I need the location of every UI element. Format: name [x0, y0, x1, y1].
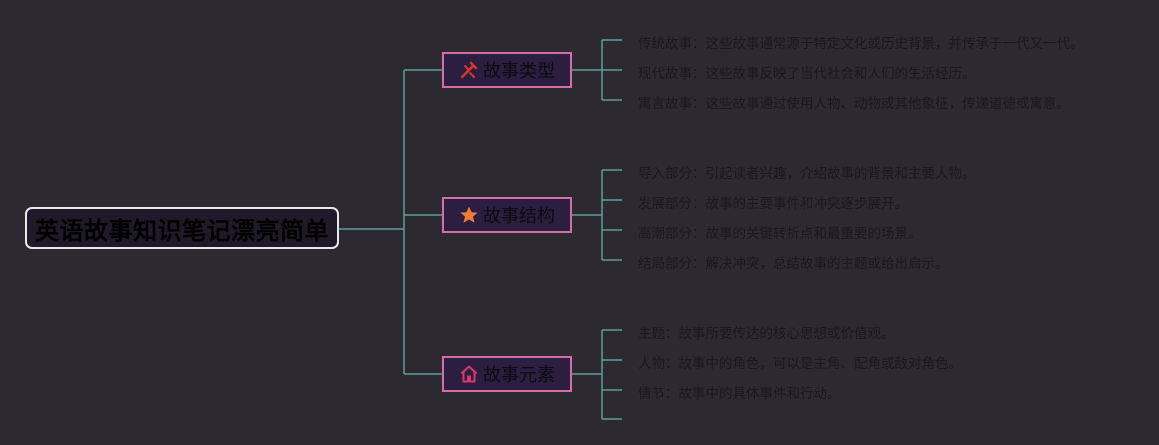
leaf-item[interactable]: 寓言故事：这些故事通过使用人物、动物或其他象征，传递道德或寓意。	[638, 96, 1070, 112]
leaf-item[interactable]: 传统故事：这些故事通常源于特定文化或历史背景，并传承于一代又一代。	[638, 36, 1084, 52]
branch-label: 故事类型	[483, 61, 555, 82]
connector-group-1	[572, 39, 622, 101]
branch-label: 故事结构	[483, 206, 555, 227]
root-topic[interactable]: 英语故事知识笔记漂亮简单	[25, 207, 339, 249]
connector-group-3	[572, 329, 622, 420]
branch-story-structure[interactable]: 故事结构	[442, 197, 572, 233]
leaf-item[interactable]: 高潮部分：故事的关键转折点和最重要的场景。	[638, 226, 922, 242]
connector-group-2	[572, 169, 622, 261]
leaf-item[interactable]: 结局部分：解决冲突，总结故事的主题或给出启示。	[638, 256, 949, 272]
home-icon	[459, 364, 479, 384]
branch-label: 故事元素	[483, 365, 555, 386]
branch-story-types[interactable]: 故事类型	[442, 52, 572, 88]
leaf-item[interactable]: 导入部分：引起读者兴趣，介绍故事的背景和主要人物。	[638, 166, 976, 182]
branch-story-elements[interactable]: 故事元素	[442, 356, 572, 392]
leaf-item[interactable]: 主题：故事所要传达的核心思想或价值观。	[638, 326, 895, 342]
star-icon	[459, 205, 479, 225]
leaf-item[interactable]: 人物：故事中的角色，可以是主角、配角或敌对角色。	[638, 356, 962, 372]
tools-icon	[459, 60, 479, 80]
leaf-item[interactable]: 情节：故事中的具体事件和行动。	[638, 386, 841, 402]
root-topic-label: 英语故事知识笔记漂亮简单	[35, 216, 329, 245]
leaf-item[interactable]: 发展部分：故事的主要事件和冲突逐步展开。	[638, 196, 908, 212]
leaf-item[interactable]: 现代故事：这些故事反映了当代社会和人们的生活经历。	[638, 66, 976, 82]
